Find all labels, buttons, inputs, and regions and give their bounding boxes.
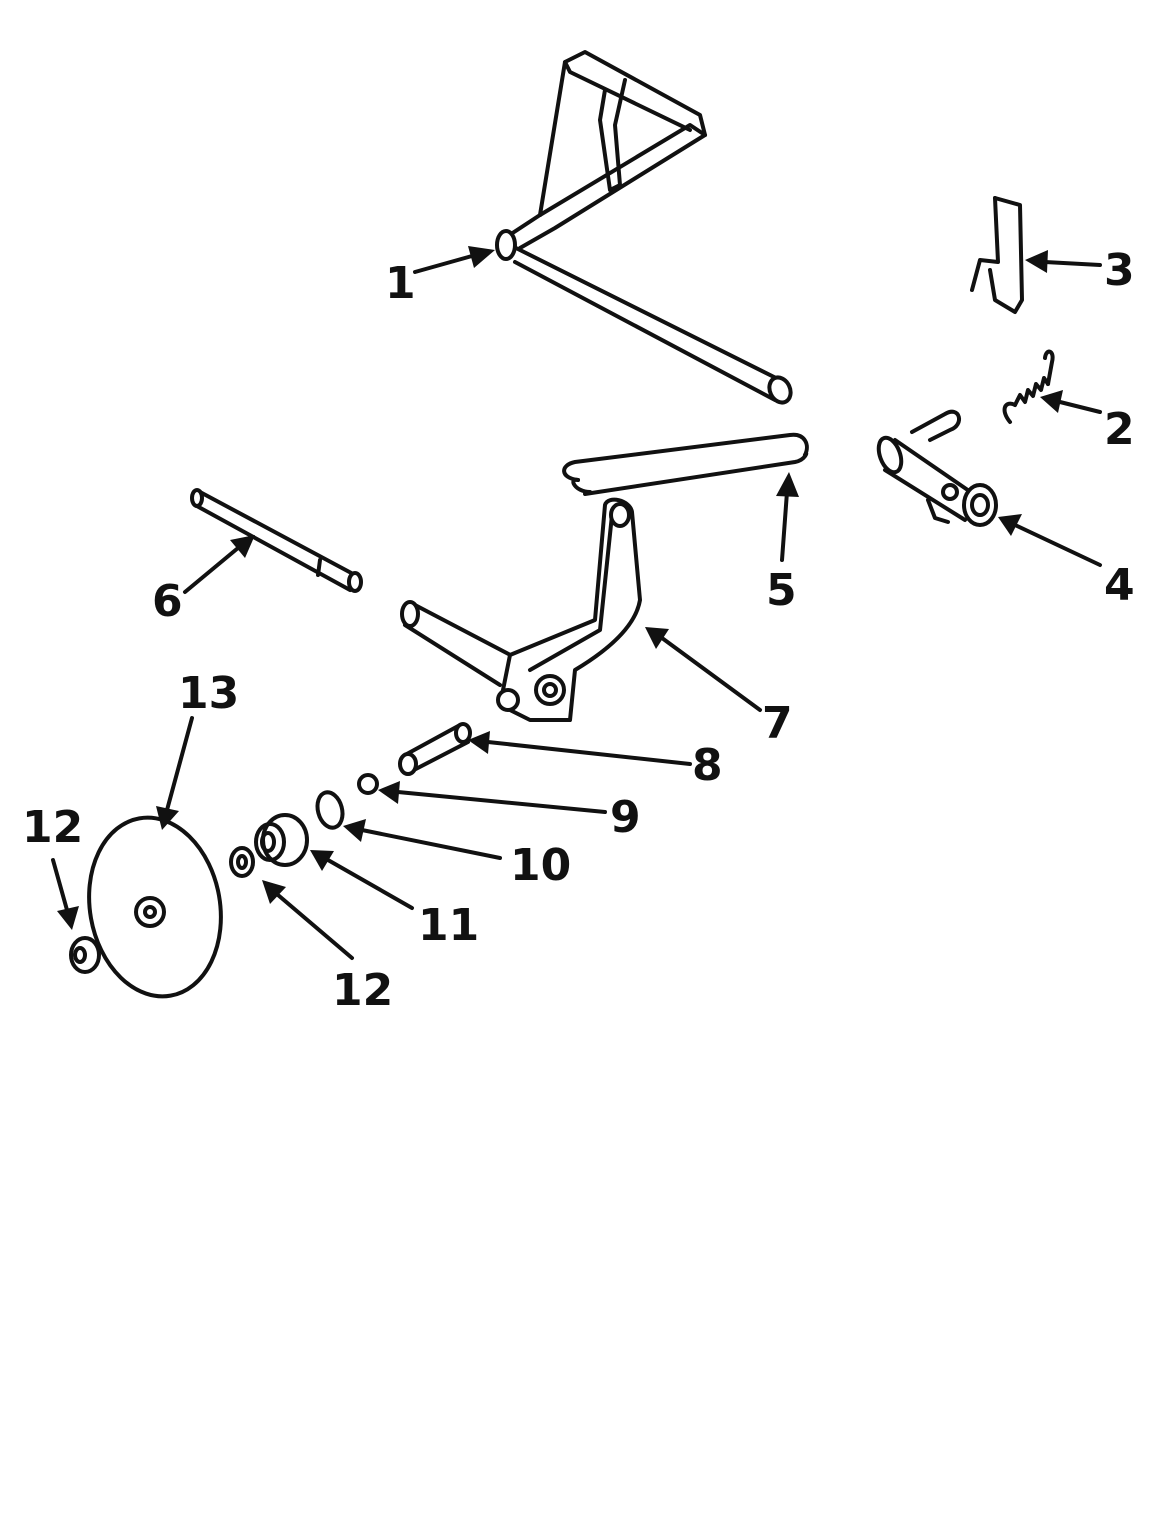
callout-3: 3 (1104, 245, 1135, 296)
callout-6: 6 (152, 576, 183, 627)
leader-10 (362, 830, 500, 858)
arrowhead-12a (57, 906, 79, 930)
part-1-shaft-assembly (497, 52, 795, 406)
leader-12b (278, 895, 352, 958)
part-12-washer-right (231, 848, 253, 876)
leader-2 (1060, 402, 1100, 412)
leader-4 (1015, 525, 1100, 565)
arrowhead-1 (468, 246, 495, 268)
leader-1 (415, 256, 472, 272)
callout-4: 4 (1104, 560, 1135, 611)
part-5-rod (564, 435, 807, 494)
leader-13 (167, 718, 192, 810)
callout-10: 10 (510, 840, 571, 891)
callout-12a: 12 (22, 802, 83, 853)
callout-1: 1 (385, 258, 416, 309)
leader-11 (328, 860, 412, 908)
callout-8: 8 (692, 740, 723, 791)
callout-13: 13 (178, 668, 239, 719)
leader-9 (398, 792, 605, 812)
arrowhead-3 (1025, 250, 1048, 273)
leader-6 (185, 548, 238, 592)
part-12-nut-left (71, 938, 99, 972)
part-9-ball (359, 775, 377, 793)
arrowhead-10 (343, 819, 366, 842)
callout-7: 7 (762, 698, 793, 749)
part-10-ring (314, 790, 346, 831)
part-6-pin (192, 490, 361, 591)
part-2-spring (1005, 352, 1053, 422)
part-4-pivot-sleeve (874, 412, 996, 525)
part-7-crank-arm (402, 500, 640, 720)
callout-5: 5 (766, 565, 797, 616)
callout-11: 11 (418, 900, 479, 951)
part-11-bearing (256, 815, 307, 865)
arrowhead-5 (776, 472, 799, 497)
part-13-disc (75, 807, 234, 1007)
leader-3 (1045, 262, 1100, 265)
arrowhead-2 (1040, 390, 1063, 413)
leader-lines (53, 246, 1100, 958)
leader-12a (53, 860, 67, 910)
callout-2: 2 (1104, 404, 1135, 455)
leader-5 (782, 492, 787, 560)
part-3-clip (972, 198, 1022, 312)
arrowhead-9 (378, 781, 400, 804)
callout-9: 9 (610, 792, 641, 843)
arrowhead-6 (230, 535, 255, 558)
leader-7 (662, 638, 760, 710)
arrowhead-7 (645, 627, 669, 649)
leader-8 (488, 742, 690, 764)
part-8-bushing (400, 724, 470, 774)
callout-12b: 12 (332, 965, 393, 1016)
